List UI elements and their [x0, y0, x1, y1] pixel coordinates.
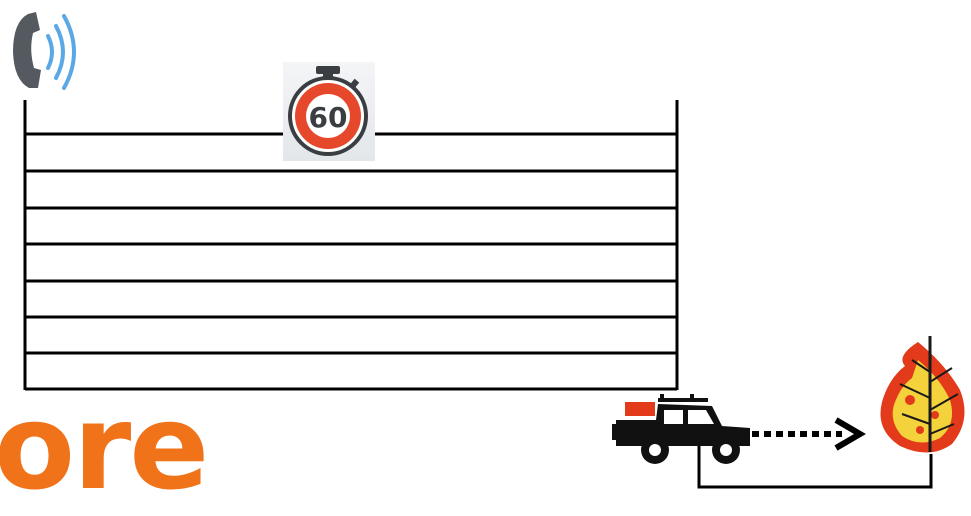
- stopwatch-icon: 60: [290, 66, 366, 154]
- phone-ringing-icon: [13, 12, 74, 88]
- off-road-vehicle-icon: [612, 394, 750, 464]
- timer-label: 60: [309, 101, 348, 134]
- big-orange-text: ore: [0, 388, 207, 506]
- dotted-arrow-icon: [752, 420, 860, 448]
- burning-tree-icon: [880, 336, 964, 453]
